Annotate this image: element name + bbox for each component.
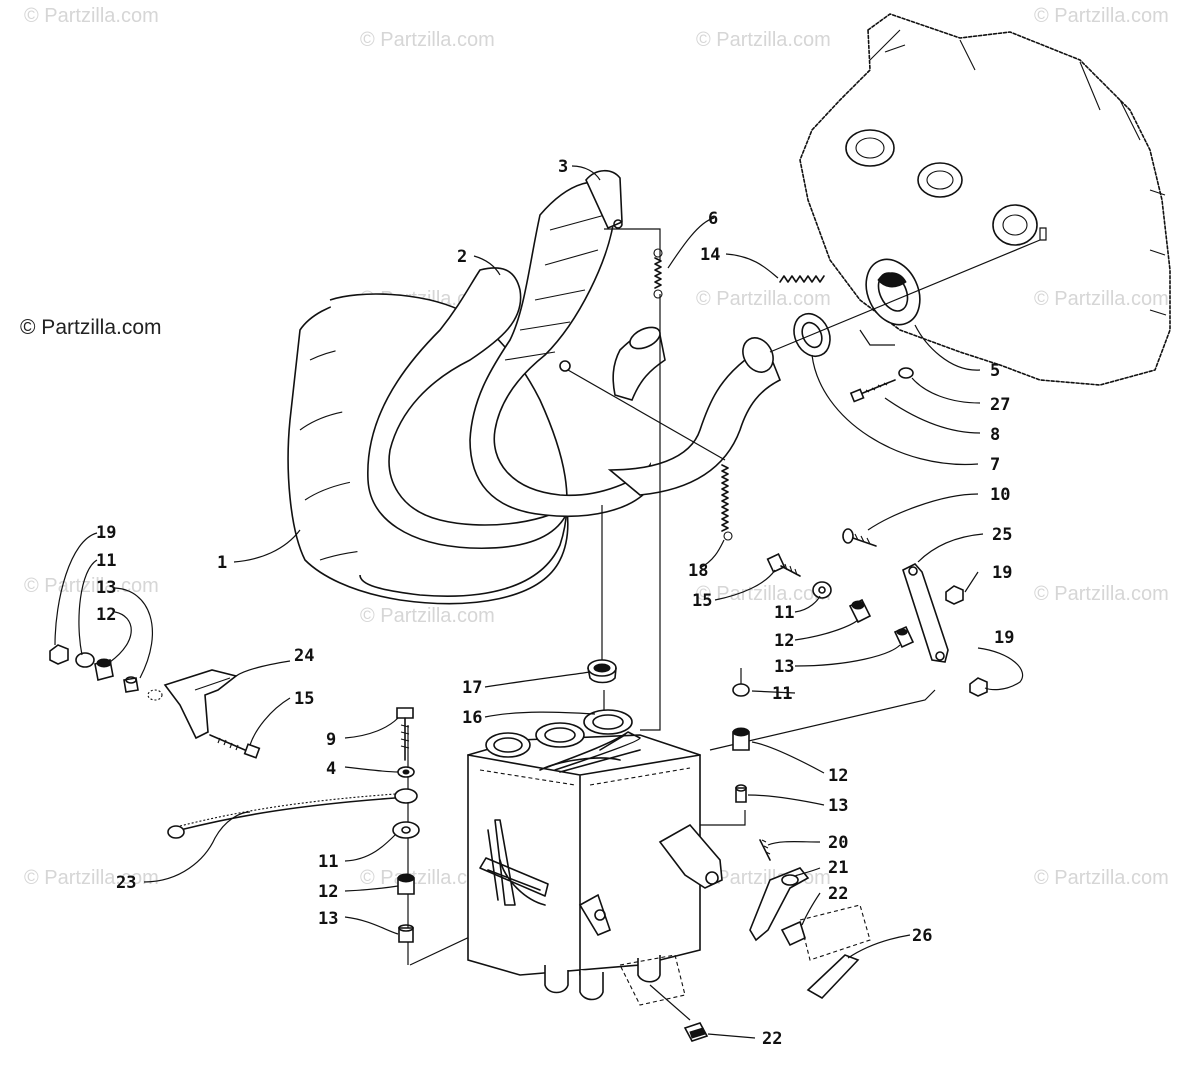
bolt-and-washer — [849, 367, 914, 403]
svg-text:© Partzilla.com: © Partzilla.com — [1034, 867, 1169, 889]
callout-11-right-lower: 11 — [772, 684, 792, 704]
engine-block — [799, 13, 1171, 386]
callout-2: 2 — [457, 247, 467, 267]
callout-21: 21 — [828, 858, 848, 878]
callout-7: 7 — [990, 455, 1000, 475]
callout-13-left: 13 — [96, 578, 116, 598]
callout-8: 8 — [990, 425, 1000, 445]
callout-24: 24 — [294, 646, 314, 666]
callout-13-center: 13 — [318, 909, 338, 929]
callout-14: 14 — [700, 245, 720, 265]
partzilla-credit: © Partzilla.com — [20, 316, 162, 339]
leader-lines — [54, 165, 1024, 1039]
callout-10: 10 — [990, 485, 1010, 505]
svg-text:© Partzilla.com: © Partzilla.com — [1034, 288, 1169, 310]
callout-12-left: 12 — [96, 605, 116, 625]
callout-11-right-upper: 11 — [774, 603, 794, 623]
watermarks: © Partzilla.com © Partzilla.com © Partzi… — [24, 5, 1169, 889]
clip-hardware — [649, 839, 871, 1042]
svg-text:© Partzilla.com: © Partzilla.com — [696, 583, 831, 605]
hanger-bracket-right — [766, 528, 988, 697]
svg-text:© Partzilla.com: © Partzilla.com — [360, 29, 495, 51]
callout-12-right-lower: 12 — [828, 766, 848, 786]
svg-text:© Partzilla.com: © Partzilla.com — [24, 5, 159, 27]
callout-20: 20 — [828, 833, 848, 853]
callout-26: 26 — [912, 926, 932, 946]
expansion-chamber-pipes — [287, 169, 782, 605]
callout-19-right-upper: 19 — [992, 563, 1012, 583]
svg-text:© Partzilla.com: © Partzilla.com — [696, 29, 831, 51]
callout-25: 25 — [992, 525, 1012, 545]
callout-labels: 1 2 3 9 4 5 6 7 8 10 11 11 11 11 12 12 1… — [96, 157, 1014, 1049]
callout-22-bottom: 22 — [762, 1029, 782, 1049]
svg-text:© Partzilla.com: © Partzilla.com — [1034, 5, 1169, 27]
svg-text:© Partzilla.com: © Partzilla.com — [360, 867, 495, 889]
callout-11-left: 11 — [96, 551, 116, 571]
callout-4: 4 — [326, 759, 336, 779]
callout-1: 1 — [217, 553, 227, 573]
callout-19-right-lower: 19 — [994, 628, 1014, 648]
springs — [653, 248, 825, 541]
callout-27: 27 — [990, 395, 1010, 415]
hanger-bracket-left — [49, 644, 261, 759]
callout-15-left: 15 — [294, 689, 314, 709]
grommets — [587, 659, 617, 684]
callout-5: 5 — [990, 361, 1000, 381]
callout-13-right-upper: 13 — [774, 657, 794, 677]
callout-9: 9 — [326, 730, 336, 750]
callout-16: 16 — [462, 708, 482, 728]
callout-17: 17 — [462, 678, 482, 698]
callout-18: 18 — [688, 561, 708, 581]
svg-text:© Partzilla.com: © Partzilla.com — [360, 605, 495, 627]
callout-3: 3 — [558, 157, 568, 177]
callout-12-right-upper: 12 — [774, 631, 794, 651]
svg-text:© Partzilla.com: © Partzilla.com — [696, 288, 831, 310]
svg-text:© Partzilla.com: © Partzilla.com — [1034, 583, 1169, 605]
callout-13-right-lower: 13 — [828, 796, 848, 816]
ground-cable — [167, 793, 396, 839]
callout-6: 6 — [708, 209, 718, 229]
callout-22-right: 22 — [828, 884, 848, 904]
callout-23: 23 — [116, 873, 136, 893]
callout-19-left: 19 — [96, 523, 116, 543]
callout-12-center: 12 — [318, 882, 338, 902]
svg-text:© Partzilla.com: © Partzilla.com — [24, 575, 159, 597]
muffler — [467, 709, 723, 1006]
callout-15-right: 15 — [692, 591, 712, 611]
center-mount-stack — [732, 668, 750, 803]
svg-text:© Partzilla.com: © Partzilla.com — [24, 867, 159, 889]
left-mount-stack — [392, 707, 420, 943]
callout-11-center: 11 — [318, 852, 338, 872]
flange-and-gasket — [769, 227, 1047, 357]
